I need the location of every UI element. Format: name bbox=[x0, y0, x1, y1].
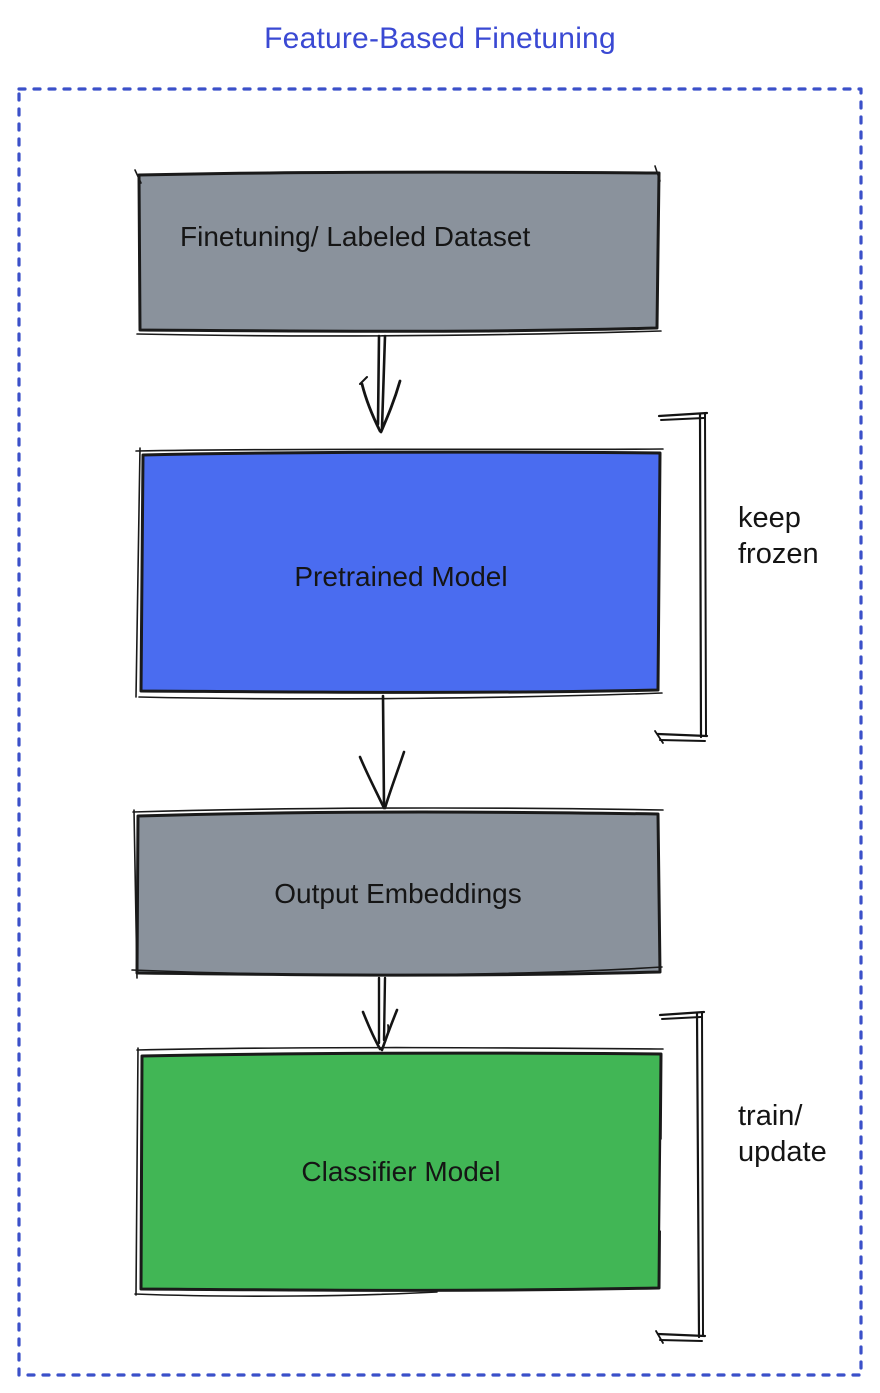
edge-arrow-dataset-to-pretrained bbox=[360, 336, 400, 432]
bracket-keep-frozen bbox=[655, 413, 707, 743]
node-classifier-model-label: Classifier Model bbox=[301, 1156, 501, 1187]
annotation-keep-frozen: keep frozen bbox=[738, 502, 819, 570]
node-classifier-model-shape bbox=[135, 1048, 663, 1297]
node-pretrained-model-label: Pretrained Model bbox=[294, 561, 508, 592]
diagram-title: Feature-Based Finetuning bbox=[264, 22, 616, 55]
dotted-boundary bbox=[17, 87, 863, 1377]
node-output-embeddings-label: Output Embeddings bbox=[274, 878, 522, 909]
edge-arrow-pretrained-to-embeddings bbox=[360, 696, 404, 808]
node-output-embeddings-shape bbox=[132, 808, 663, 978]
node-pretrained-model-shape bbox=[136, 448, 663, 699]
node-finetuning-dataset-label: Finetuning/ Labeled Dataset bbox=[180, 221, 531, 252]
annotation-train-update: train/ update bbox=[738, 1100, 827, 1168]
bracket-train-update bbox=[656, 1012, 705, 1343]
edge-arrow-embeddings-to-classifier bbox=[363, 978, 397, 1050]
node-finetuning-dataset-shape bbox=[135, 166, 661, 336]
